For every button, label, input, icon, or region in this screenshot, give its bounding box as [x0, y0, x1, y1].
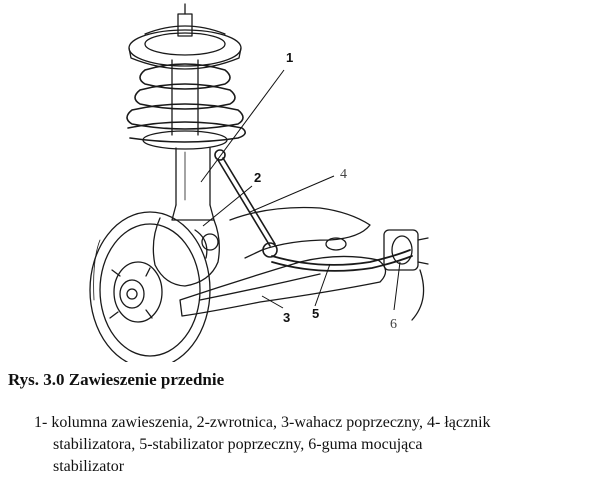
callout-1: 1	[286, 50, 293, 65]
legend-line-3: stabilizator	[53, 458, 125, 475]
leader-1	[200, 69, 285, 183]
leader-4	[249, 175, 335, 213]
leader-6	[393, 261, 401, 311]
callout-5: 5	[312, 306, 319, 321]
strut-top-mount	[128, 3, 242, 70]
stabilizer-bushing	[383, 229, 429, 321]
lower-control-arm	[179, 206, 387, 317]
strut-column	[142, 59, 228, 221]
legend-line-2: stabilizatora, 5-stabilizator poprzeczny…	[53, 436, 423, 453]
callout-6: 6	[390, 317, 397, 332]
leader-2	[202, 185, 253, 227]
callout-4: 4	[340, 167, 347, 182]
steering-knuckle	[152, 217, 220, 287]
leader-5	[314, 263, 331, 307]
stabilizer-link	[214, 149, 278, 258]
callout-3: 3	[283, 310, 290, 325]
brake-disc	[89, 211, 211, 362]
stabilizer-bar	[271, 249, 413, 272]
leader-3	[261, 295, 284, 309]
figure-caption: Rys. 3.0 Zawieszenie przednie	[8, 370, 225, 389]
figure-legend: 1- kolumna zawieszenia, 2-zwrotnica, 3-w…	[34, 412, 594, 478]
coil-spring	[126, 63, 246, 143]
suspension-diagram: 1 2 3 4 5 6	[89, 3, 429, 362]
callout-2: 2	[254, 170, 261, 185]
legend-line-1: 1- kolumna zawieszenia, 2-zwrotnica, 3-w…	[34, 414, 491, 431]
